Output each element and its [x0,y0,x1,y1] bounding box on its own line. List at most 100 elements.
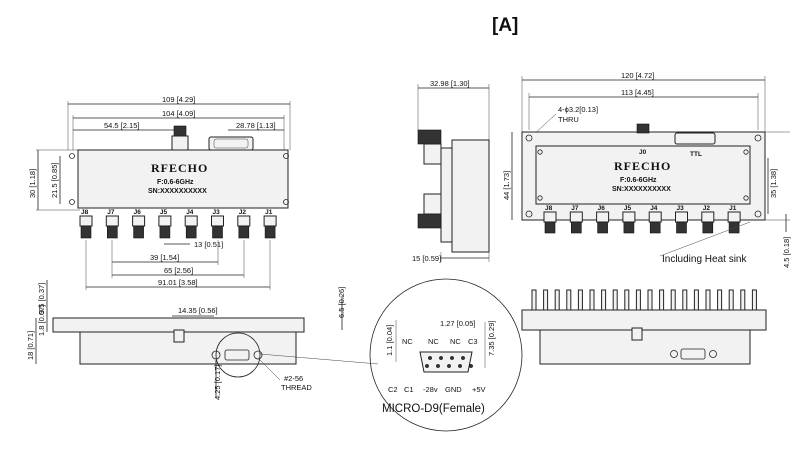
hs-sma-nut-j3 [676,221,687,234]
front-sma-j7 [105,215,119,227]
front-sma-j6 [132,215,146,227]
front-sma-nut-j5 [159,225,171,239]
hs-port-j4: J4 [650,205,658,212]
hs-sma-j5 [622,211,636,223]
dim-hs-height: 44 [1.73] [502,171,511,200]
heatsink-fin [751,289,757,311]
detail-top-pin-label: NC [402,337,413,346]
detail-bottom-pin-label: +5V [472,385,486,394]
dim-span-65: 65 [2.56] [164,266,193,275]
hs-sma-nut-j1 [728,221,740,234]
front-sma-nut-j4 [185,225,197,239]
figure-title: [A] [492,15,518,36]
heatsink-fin [589,289,595,311]
detail-pin-bottom [469,364,473,368]
heatsink-fin [531,289,537,311]
heatsink-fin [612,289,618,311]
front-sma-nut-j1 [264,225,276,239]
hs-sma-connectors [543,211,741,234]
dim-hs-holes: 4-ϕ3.2[0.13] [558,105,598,114]
heatsink-fin [670,289,676,311]
dim-bottom: 4.25 [0.17] [213,365,222,400]
front-sma-nut-j8 [80,225,92,239]
detail-pin-top [439,356,443,360]
heatsink-fin [705,289,711,311]
front-port-j1: J1 [265,209,273,216]
front-port-j4: J4 [186,209,194,216]
hs-sma-j4 [648,211,662,223]
hs-port-j3: J3 [677,205,685,212]
detail-pin-top [428,356,432,360]
dim-connector: 14.35 [0.56] [178,306,218,315]
heatsink-fin [728,289,734,311]
hs-sma-j8 [543,211,557,223]
hs-sma-j3 [675,211,688,223]
dim-inner-height: 21.5 [0.85] [50,163,59,198]
heatsink-side-view [521,289,767,365]
front-sma-j3 [211,215,224,227]
dim-right-small: 6.5 [0.26] [337,287,346,318]
front-sma-nut-j6 [133,225,144,239]
front-sma-nut-j2 [238,225,250,239]
j0-label: J0 [639,149,647,156]
front-port-j2: J2 [239,209,247,216]
ttl-label: TTL [690,151,702,158]
bottom-view: 9.5 [0.37] 1.8 [0.07] 18 [0.71] 14.35 [0… [26,280,379,400]
hs-freq-label: F:0.6-6GHz [620,177,657,184]
dim-span-39: 39 [1.54] [150,253,179,262]
dim-hs-thru: THRU [558,115,579,124]
heatsink-inner-housing [535,145,751,205]
front-sma-connectors [79,215,277,239]
hs-sma-nut-j6 [597,221,608,234]
dim-overall-width: 109 [4.29] [162,95,195,104]
heatsink-note: Including Heat sink [662,254,747,265]
hs-sma-nut-j2 [702,221,714,234]
dim-left-total: 9.5 [0.37] [37,283,46,314]
hs-sma-j1 [727,211,741,223]
hs-sma-nut-j8 [544,221,556,234]
detail-bottom-pin-label: GND [445,385,462,394]
dim-pitch: 13 [0.51] [194,240,223,249]
front-view: 109 [4.29] 104 [4.09] 54.5 [2.15] 28.78 … [28,95,291,290]
detail-pin-top [461,356,465,360]
heatsink-fin [635,289,641,311]
thread-label: #2-56 [284,374,303,383]
detail-h2: 7.35 [0.29] [487,321,496,356]
front-port-j5: J5 [160,209,168,216]
hs-sma-nut-j5 [623,221,635,234]
detail-pin-top [450,356,454,360]
freq-label: F:0.6-6GHz [157,179,194,186]
dim-connector-offset: 28.78 [1.13] [236,121,276,130]
dim-left-inner: 18 [0.71] [26,331,35,360]
hs-sma-j7 [569,211,583,223]
detail-circle-marker [215,332,261,378]
detail-bottom-pin-label: -28v [423,385,438,394]
front-sma-j5 [158,215,172,227]
hs-sma-j6 [596,211,610,223]
front-port-j3: J3 [213,209,221,216]
front-sma-j4 [184,215,198,227]
dim-hs-hole-offset: 4.5 [0.18] [782,237,791,268]
detail-top-pin-label: NC [428,337,439,346]
heatsink-fin [682,289,688,311]
dim-inner-width: 104 [4.09] [162,109,195,118]
heatsink-fin [554,289,560,311]
dim-hs-hole-spacing: 113 [4.45] [621,88,654,97]
heatsink-fin [566,289,572,311]
dim-height: 30 [1.18] [28,169,37,198]
hs-port-j5: J5 [624,205,632,212]
hs-port-j7: J7 [571,205,579,212]
heatsink-fins [531,289,757,311]
dim-span-91: 91.01 [3.58] [158,278,198,287]
detail-top-pin-label: NC [450,337,461,346]
dim-side-depth: 32.98 [1.30] [430,79,470,88]
dim-hs-hole-height: 35 [1.38] [769,169,778,198]
dim-center-offset: 54.5 [2.15] [104,121,139,130]
heatsink-fin [717,289,723,311]
brand-label: RFECHO [151,161,208,175]
detail-label: MICRO-D9(Female) [382,403,485,415]
detail-bottom-pin-label: C2 [388,385,398,394]
